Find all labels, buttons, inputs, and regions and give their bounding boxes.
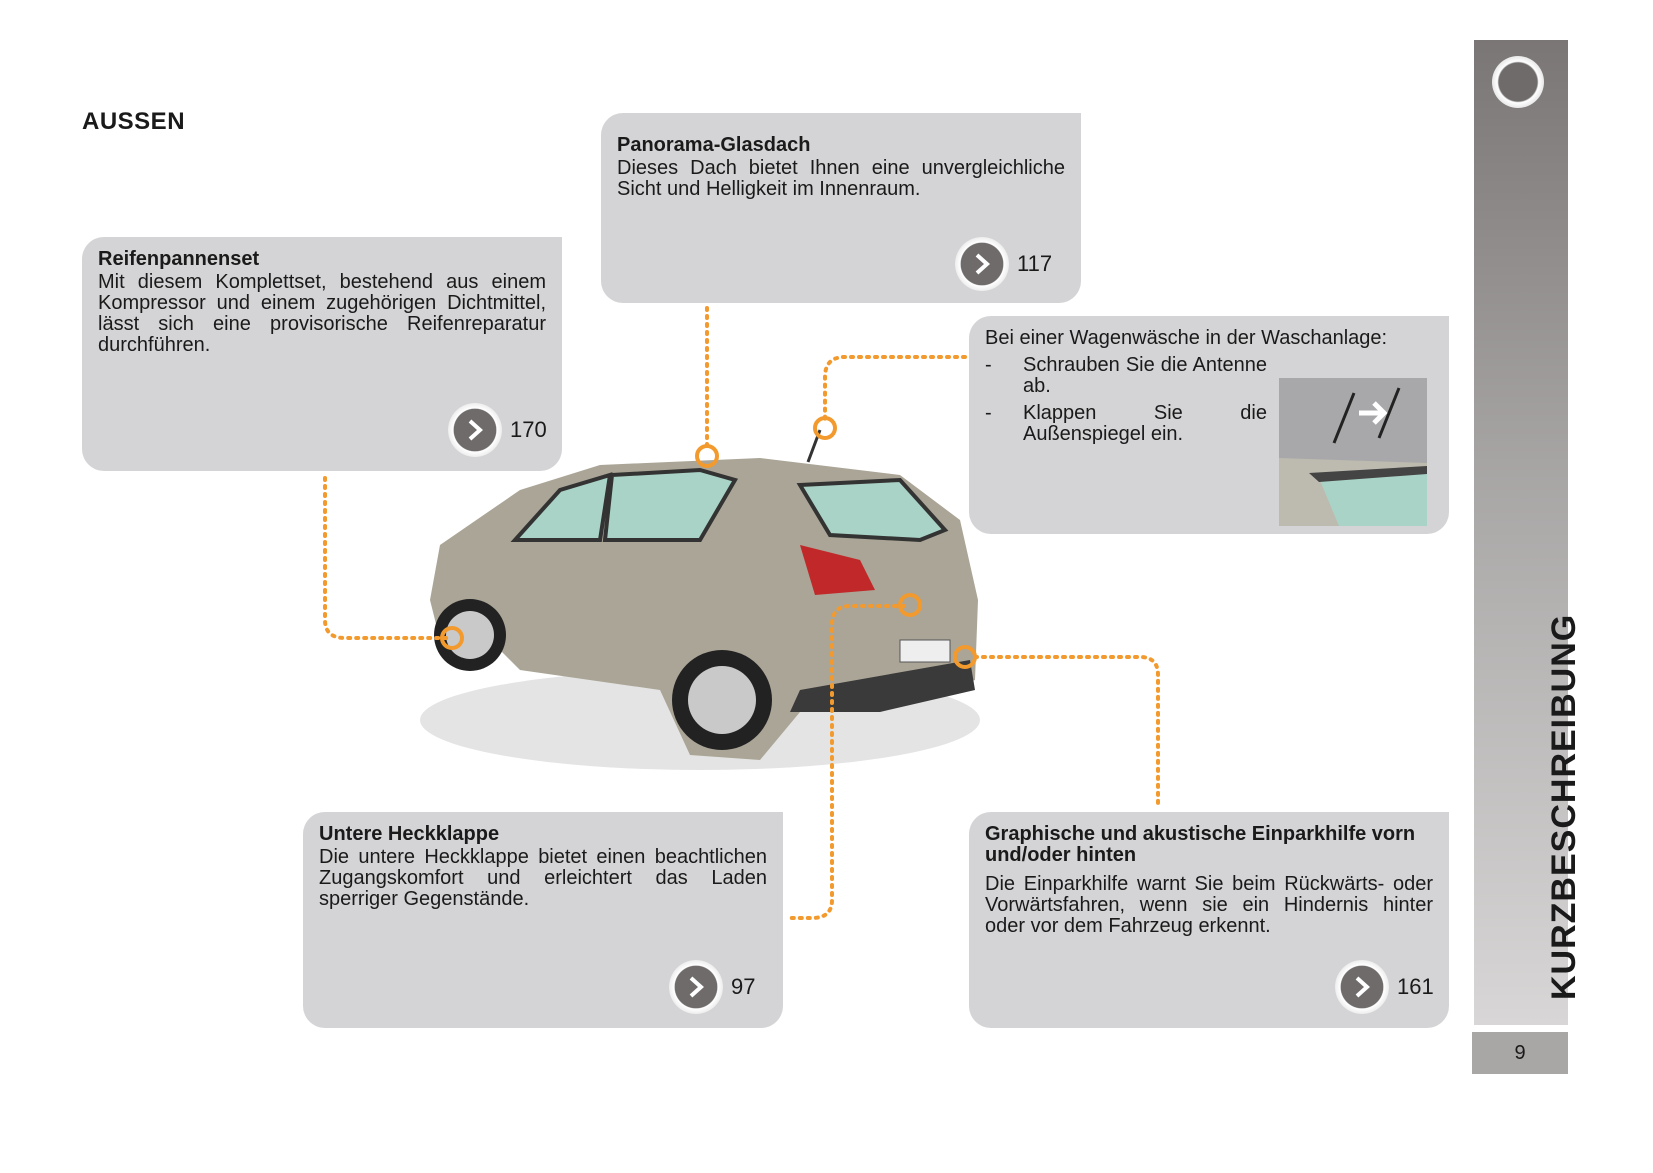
tailgate-page-link[interactable]: 97	[669, 960, 755, 1014]
car-illustration	[323, 306, 1160, 920]
chapter-title: KURZBESCHREIBUNG	[1545, 613, 1583, 1000]
tyre-heading: Reifenpannenset	[98, 248, 260, 270]
tailgate-heading: Untere Heckklappe	[319, 823, 500, 845]
callout-markers	[440, 416, 977, 669]
car-body	[420, 429, 980, 770]
chevron-right-icon[interactable]	[448, 403, 502, 457]
dial-icon	[1492, 56, 1544, 108]
wash-item: -Klappen Sie die Außenspiegel ein.	[985, 402, 1267, 445]
page-ref: 117	[1017, 251, 1053, 276]
tailgate-text: Die untere Heckklappe bietet einen beach…	[319, 846, 767, 910]
panorama-roof-box: Panorama-Glasdach Dieses Dach bietet Ihn…	[601, 113, 1081, 303]
parking-aid-box: Graphische und akustische Einparkhilfe v…	[969, 812, 1449, 1028]
page-ref: 97	[731, 974, 756, 999]
parking-text: Die Einparkhilfe warnt Sie beim Rückwärt…	[985, 873, 1433, 937]
tyre-repair-box: Reifenpannenset Mit diesem Komplettset, …	[82, 237, 562, 471]
antenna-illustration	[1279, 378, 1427, 526]
page-title: AUSSEN	[82, 108, 186, 135]
roof-heading: Panorama-Glasdach	[617, 134, 811, 156]
car-wash-box: Bei einer Wagenwäsche in der Waschanlage…	[969, 316, 1449, 534]
chevron-right-icon[interactable]	[669, 960, 723, 1014]
lower-tailgate-box: Untere Heckklappe Die untere Heckklappe …	[303, 812, 783, 1028]
page-ref: 161	[1397, 974, 1434, 999]
page-number: 9	[1472, 1032, 1568, 1074]
tyre-text: Mit diesem Komplettset, bestehend aus ei…	[98, 271, 546, 356]
wash-intro: Bei einer Wagenwäsche in der Waschanlage…	[985, 327, 1388, 349]
parking-page-link[interactable]: 161	[1335, 960, 1434, 1014]
parking-heading: Graphische und akustische Einparkhilfe v…	[985, 823, 1416, 866]
chevron-right-icon[interactable]	[955, 237, 1009, 291]
chapter-sidebar	[1474, 40, 1568, 1025]
wash-item: -Schrauben Sie die Antenne ab.	[985, 354, 1267, 397]
roof-text: Dieses Dach bietet Ihnen eine unvergleic…	[617, 157, 1065, 200]
callout-lines	[323, 306, 1160, 920]
tyre-page-link[interactable]: 170	[448, 403, 547, 457]
page-ref: 170	[510, 417, 547, 442]
chevron-right-icon[interactable]	[1335, 960, 1389, 1014]
roof-page-link[interactable]: 117	[955, 237, 1052, 291]
